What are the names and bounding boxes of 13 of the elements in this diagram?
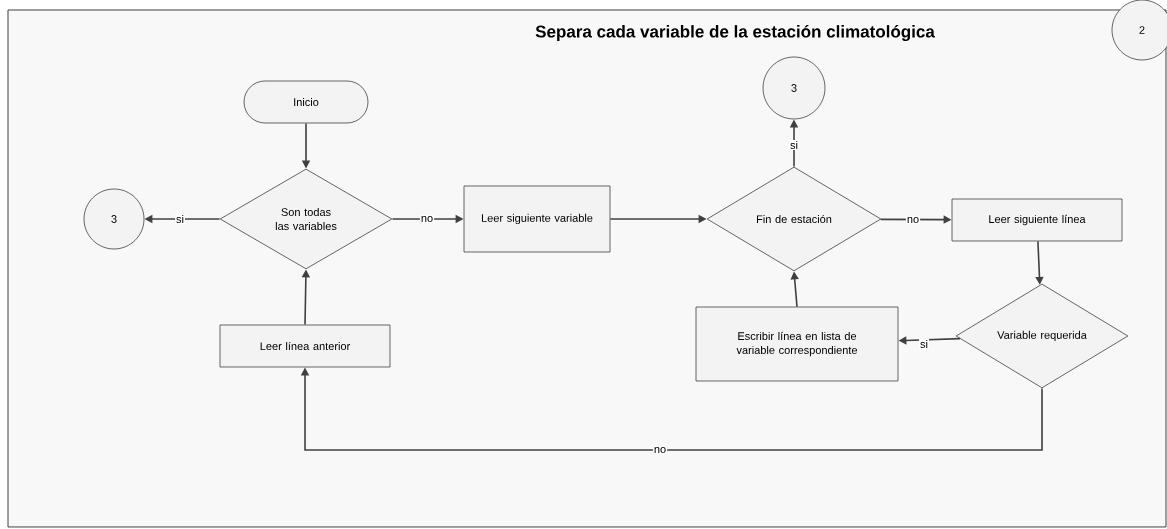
node-label: 2 <box>1139 26 1145 34</box>
edge-label: si <box>919 338 929 350</box>
title: Separa cada variable de la estación climatológica <box>535 24 935 42</box>
edge-label: no <box>652 445 668 454</box>
process-box: Leer línea anterior <box>219 324 391 368</box>
process-box: Leer siguiente variable <box>463 185 611 253</box>
edge-label: si <box>175 213 185 225</box>
process-box: Leer siguiente línea <box>951 198 1123 242</box>
edge-label: no <box>905 215 921 224</box>
start-terminal: Inicio <box>243 80 369 124</box>
edge-label: no <box>419 214 435 223</box>
process-box: Escribir línea en lista de variable correspondiente <box>695 306 899 382</box>
edge-label: si <box>789 139 799 151</box>
